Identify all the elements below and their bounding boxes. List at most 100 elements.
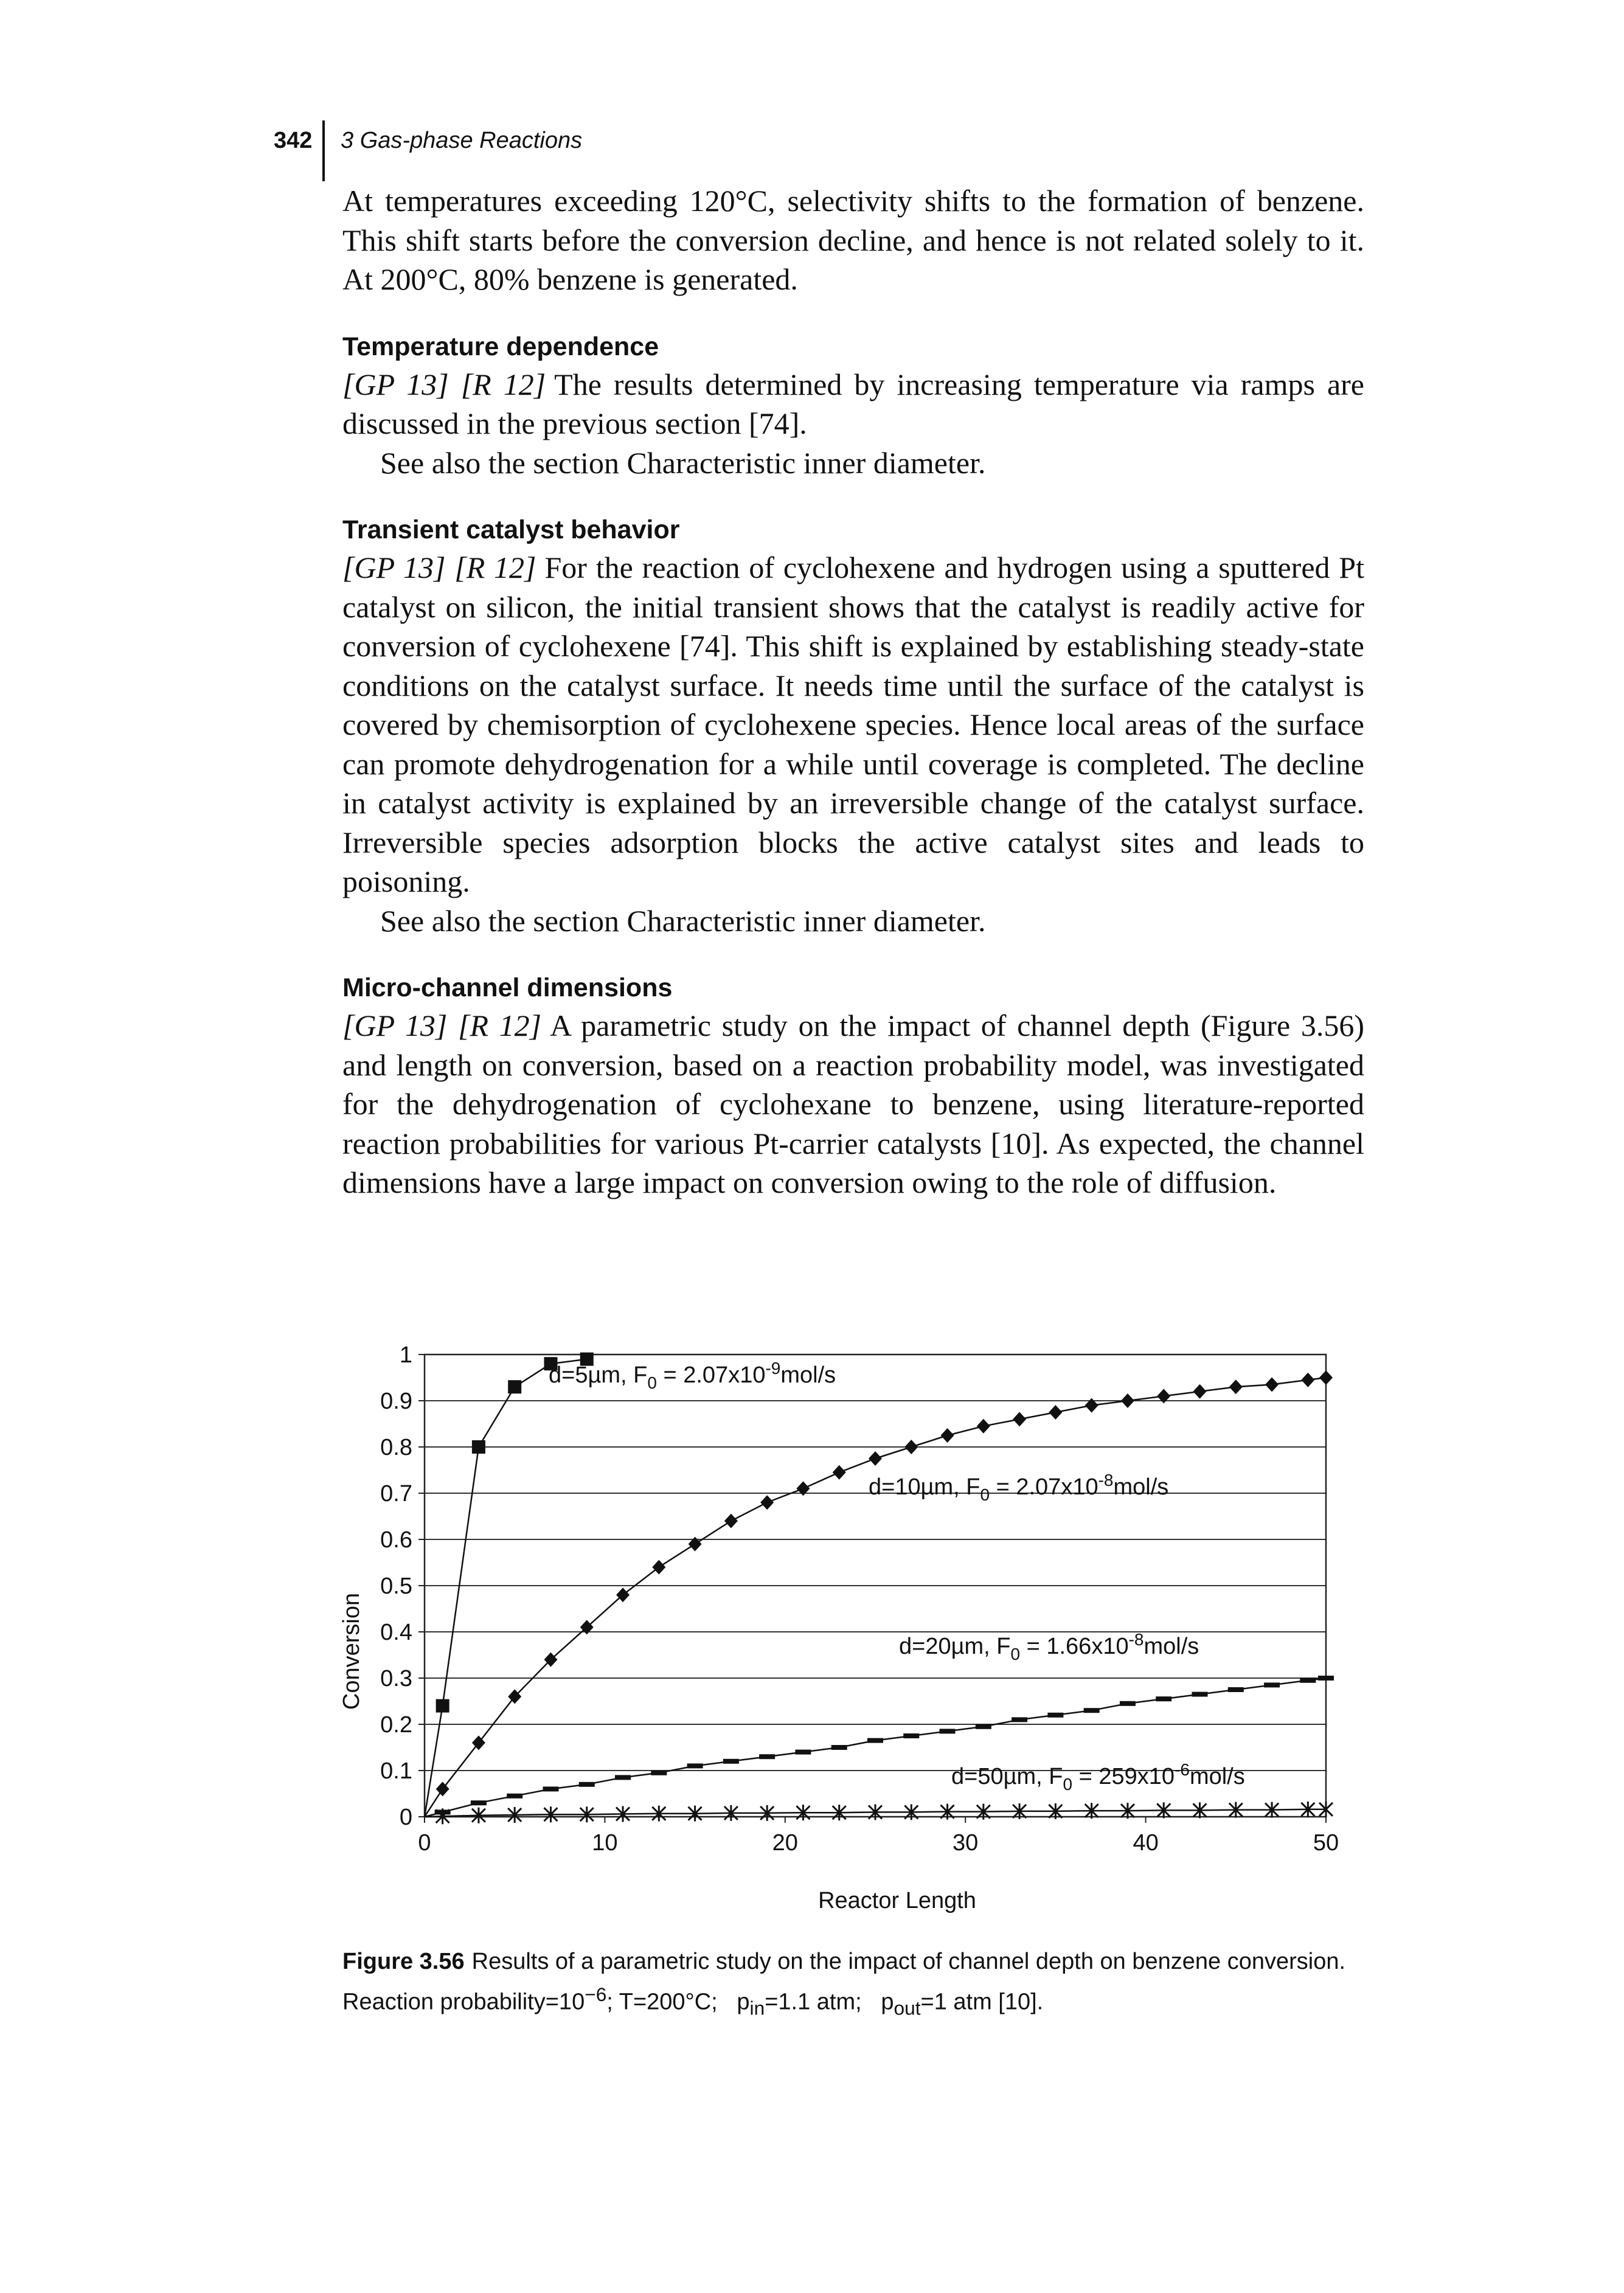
data-point-diamond	[652, 1559, 666, 1575]
data-point-star	[940, 1803, 955, 1820]
annotation-pre: d=50µm, F	[951, 1764, 1063, 1789]
paragraph: [GP 13] [R 12]For the reaction of cycloh…	[342, 548, 1364, 901]
data-point-dash	[1192, 1691, 1208, 1697]
data-point-star	[687, 1805, 703, 1822]
annotation-sub: 0	[1063, 1775, 1072, 1794]
data-point-diamond	[1319, 1370, 1333, 1385]
data-point-dash	[759, 1754, 776, 1760]
annotation-sub: 0	[647, 1373, 657, 1392]
data-point-diamond	[832, 1465, 846, 1480]
paragraph: See also the section Characteristic inne…	[380, 903, 986, 938]
data-point-diamond	[976, 1418, 990, 1434]
section-micro-channel-dimensions: Micro-channel dimensions [GP 13] [R 12]A…	[342, 970, 1364, 1202]
series-square	[423, 1352, 594, 1817]
data-point-star	[796, 1805, 811, 1821]
data-point-diamond	[580, 1620, 594, 1635]
series-line	[423, 1358, 587, 1817]
y-tick-label: 1	[400, 1342, 412, 1368]
data-point-diamond	[796, 1481, 810, 1496]
data-point-dash	[1119, 1701, 1136, 1706]
x-tick-label: 0	[418, 1830, 431, 1856]
annotation-sub: 0	[1010, 1645, 1020, 1663]
data-point-dash	[615, 1775, 631, 1780]
section-transient-catalyst-behavior: Transient catalyst behavior [GP 13] [R 1…	[342, 512, 1364, 940]
series-diamond	[423, 1370, 1333, 1817]
data-point-dash	[651, 1770, 667, 1775]
data-point-star	[615, 1806, 631, 1822]
data-point-diamond	[1193, 1384, 1207, 1399]
data-point-diamond	[1120, 1393, 1134, 1408]
series-star	[424, 1801, 1334, 1825]
data-point-star	[1318, 1801, 1334, 1817]
data-point-dash	[1083, 1708, 1100, 1713]
figure-number: Figure 3.56	[342, 1949, 465, 1974]
caption-p-out-sub: out	[894, 1997, 921, 2019]
data-point-star	[579, 1806, 594, 1823]
data-point-square	[508, 1380, 522, 1394]
annotation-sup: -8	[1098, 1471, 1114, 1490]
data-point-dash	[939, 1729, 956, 1734]
data-point-star	[1192, 1802, 1207, 1819]
data-point-square	[580, 1352, 594, 1366]
annotation-mid: = 259x10	[1072, 1764, 1175, 1789]
y-tick-label: 0.9	[380, 1389, 412, 1414]
paragraph: See also the section Characteristic inne…	[380, 445, 986, 480]
data-point-star	[543, 1806, 558, 1823]
annotation-post: mol/s	[1190, 1764, 1245, 1789]
paragraph: [GP 13] [R 12]The results determined by …	[342, 365, 1364, 443]
series-line	[423, 1376, 1327, 1817]
annotation-post: mol/s	[1114, 1474, 1169, 1500]
data-point-star	[976, 1803, 991, 1820]
data-point-dash	[1264, 1682, 1280, 1688]
data-point-dash	[687, 1763, 703, 1769]
y-tick-label: 0.6	[380, 1527, 412, 1553]
data-point-dash	[507, 1793, 523, 1799]
page-number: 342	[274, 128, 313, 153]
x-axis-label: Reactor Length	[818, 1888, 976, 1913]
data-point-diamond	[508, 1689, 522, 1704]
x-tick-label: 50	[1313, 1830, 1339, 1856]
data-point-diamond	[1049, 1405, 1063, 1420]
caption-text: Results of a parametric study on the imp…	[342, 1949, 1346, 2015]
annotation-mid: = 2.07x10	[657, 1362, 766, 1388]
data-point-diamond	[471, 1735, 485, 1750]
paragraph: [GP 13] [R 12]A parametric study on the …	[342, 1006, 1364, 1202]
data-point-dash	[1318, 1676, 1334, 1681]
data-point-diamond	[724, 1513, 738, 1528]
paragraph-refs: [GP 13] [R 12]	[342, 1008, 542, 1042]
series-dash	[424, 1676, 1334, 1818]
y-axis-label: Conversion	[339, 1593, 364, 1710]
annotation-mid: = 2.07x10	[990, 1474, 1098, 1500]
x-tick-label: 30	[953, 1830, 978, 1856]
paragraph-text: A parametric study on the impact of chan…	[342, 1008, 1364, 1199]
section-heading: Temperature dependence	[342, 331, 659, 361]
data-point-star	[1012, 1803, 1027, 1819]
header-rule	[322, 120, 325, 181]
data-point-star	[904, 1804, 919, 1820]
data-point-star	[831, 1805, 847, 1821]
data-point-diamond	[1265, 1377, 1279, 1392]
paragraph-refs: [GP 13] [R 12]	[342, 550, 536, 585]
data-point-star	[507, 1806, 522, 1823]
data-point-diamond	[544, 1652, 558, 1667]
data-point-diamond	[616, 1587, 630, 1603]
data-point-diamond	[435, 1781, 449, 1797]
y-tick-label: 0.3	[380, 1666, 412, 1691]
section-heading: Transient catalyst behavior	[342, 515, 680, 544]
annotation-sub: 0	[980, 1485, 990, 1504]
data-point-square	[544, 1357, 558, 1371]
data-point-star	[760, 1805, 775, 1821]
data-point-star	[867, 1804, 883, 1820]
data-point-square	[471, 1440, 485, 1454]
caption-exponent: −6	[585, 1983, 607, 2005]
paragraph-text: The results determined by increasing tem…	[342, 367, 1364, 441]
y-tick-label: 0.1	[380, 1758, 412, 1784]
data-point-dash	[723, 1758, 739, 1764]
data-point-dash	[903, 1733, 920, 1738]
y-tick-label: 0.4	[380, 1620, 412, 1645]
data-point-star	[1120, 1803, 1136, 1819]
annotation-sup: -8	[1129, 1630, 1144, 1649]
